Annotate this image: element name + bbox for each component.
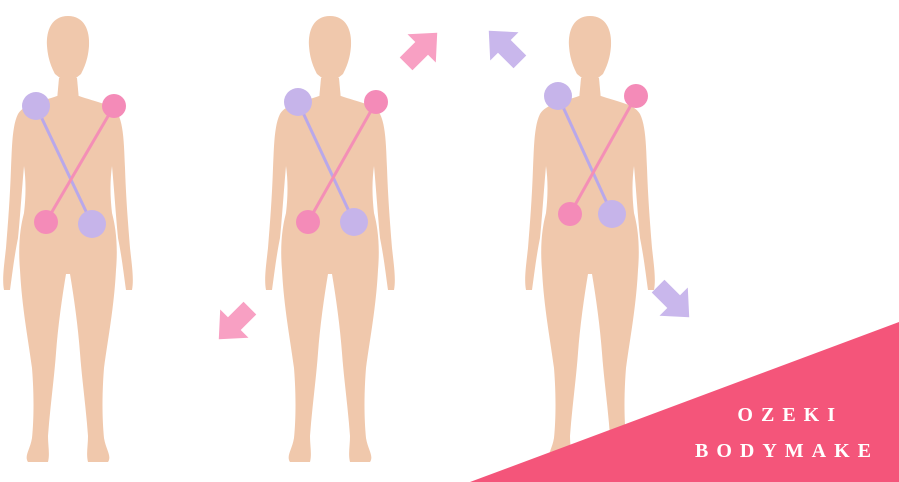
arrow-up-left-icon [475,17,534,76]
marker-shoulder-purple [284,88,312,116]
arrow-down-left-pink [205,294,264,353]
marker-shoulder-purple [22,92,50,120]
figure-center [265,16,395,462]
marker-hip-purple [78,210,106,238]
figure-left [3,16,133,462]
marker-shoulder-purple [544,82,572,110]
marker-shoulder-pink [624,84,648,108]
brand-name-line1: OZEKI [737,404,843,427]
marker-hip-pink [558,202,582,226]
marker-hip-purple [340,208,368,236]
marker-hip-pink [296,210,320,234]
marker-shoulder-pink [102,94,126,118]
figure-right [525,16,655,462]
marker-hip-pink [34,210,58,234]
arrow-up-right-icon [392,19,451,78]
marker-shoulder-pink [364,90,388,114]
arrow-up-left-purple [475,17,534,76]
arrow-up-right-pink [392,19,451,78]
marker-hip-purple [598,200,626,228]
brand-name-line2: BODYMAKE [695,440,879,463]
arrow-down-left-icon [205,294,264,353]
